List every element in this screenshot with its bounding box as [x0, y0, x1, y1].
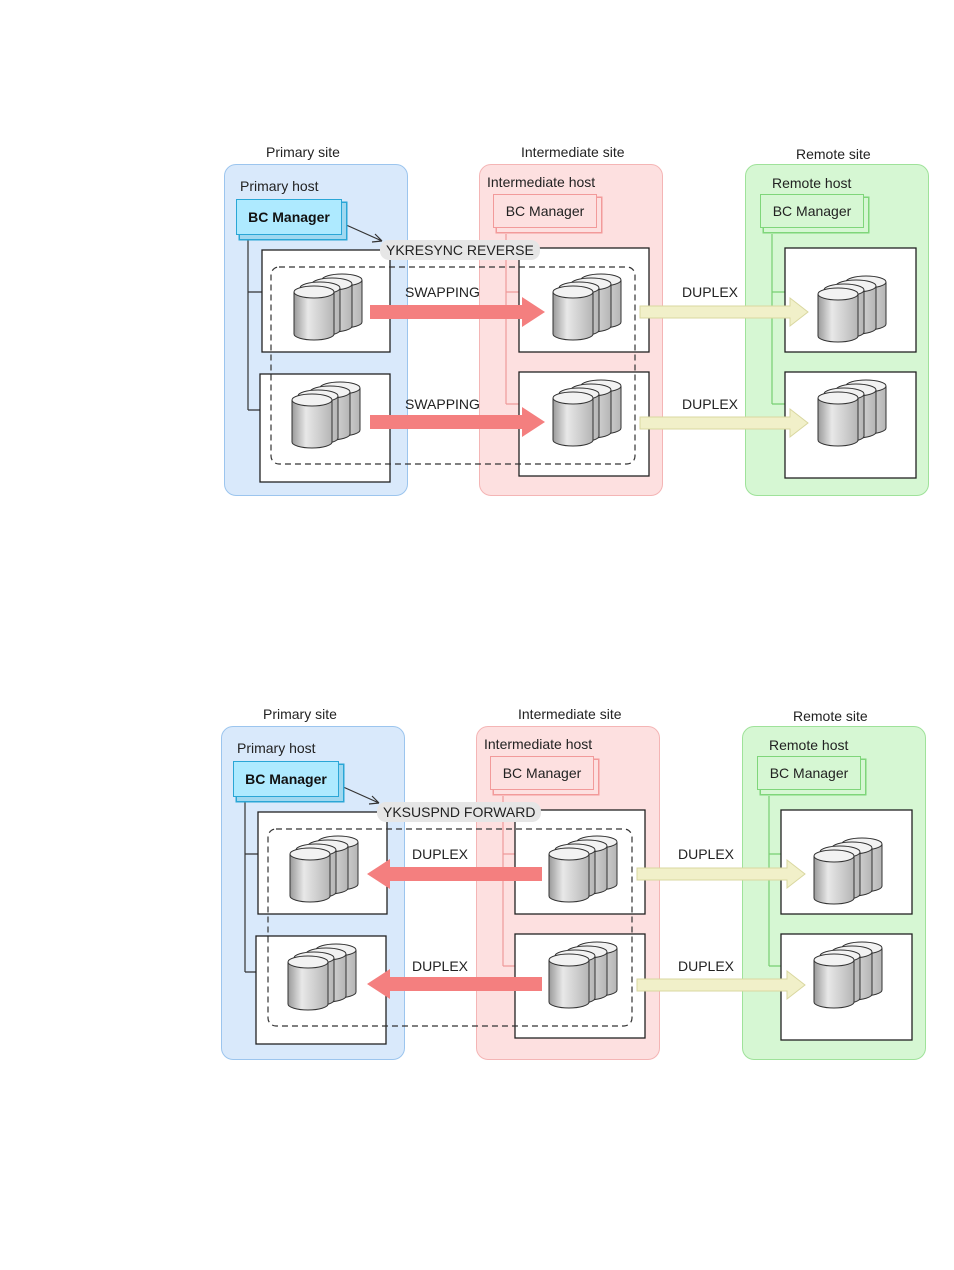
duplex-arrow-1 — [636, 858, 806, 890]
remote-bc-manager: BC Manager — [757, 756, 861, 790]
left-pair-status-2: DUPLEX — [412, 958, 469, 974]
remote-site-title: Remote site — [796, 146, 871, 162]
intermediate-host-label: Intermediate host — [487, 174, 596, 190]
intermediate-host-label: Intermediate host — [484, 736, 593, 752]
primary-site-title: Primary site — [266, 144, 340, 160]
diagram-graphics — [247, 223, 917, 483]
left-pair-status-1: DUPLEX — [412, 846, 469, 862]
duplex-arrow-1 — [639, 296, 809, 328]
right-pair-status-1: DUPLEX — [678, 846, 735, 862]
diagram-suspend-forward: Primary site Intermediate site Remote si… — [0, 698, 954, 1068]
remote-host-label: Remote host — [772, 175, 852, 191]
consistency-group-boundary — [270, 266, 636, 465]
remote-host-line — [771, 234, 786, 405]
primary-bc-manager: BC Manager — [236, 199, 342, 235]
intermediate-bc-manager: BC Manager — [493, 194, 597, 228]
swap-arrow-2 — [370, 407, 545, 437]
duplex-arrow-2 — [639, 407, 809, 439]
duplex-arrow-2 — [636, 969, 806, 1001]
primary-host-label: Primary host — [237, 740, 316, 756]
swap-arrow-1 — [370, 297, 545, 327]
intermediate-bc-manager: BC Manager — [490, 756, 594, 790]
right-pair-status-2: DUPLEX — [678, 958, 735, 974]
remote-bc-manager: BC Manager — [760, 194, 864, 228]
intermediate-site-title: Intermediate site — [518, 706, 622, 722]
diagram-resync-reverse: Primary site Intermediate site Remote si… — [0, 136, 954, 506]
primary-site-title: Primary site — [263, 706, 337, 722]
command-pointer — [343, 223, 383, 243]
intermediate-site-title: Intermediate site — [521, 144, 625, 160]
primary-bc-manager: BC Manager — [233, 761, 339, 797]
remote-host-label: Remote host — [769, 737, 849, 753]
consistency-group-boundary — [267, 828, 633, 1027]
right-pair-status-1: DUPLEX — [682, 284, 739, 300]
command-label: YKRESYNC REVERSE — [380, 240, 540, 260]
right-pair-status-2: DUPLEX — [682, 396, 739, 412]
diagram-graphics — [244, 785, 913, 1045]
left-pair-status-1: SWAPPING — [405, 284, 480, 300]
command-label: YKSUSPND FORWARD — [377, 802, 542, 822]
duplex-reverse-arrow-2 — [367, 969, 542, 999]
duplex-reverse-arrow-1 — [367, 859, 542, 889]
primary-host-label: Primary host — [240, 178, 319, 194]
left-pair-status-2: SWAPPING — [405, 396, 480, 412]
remote-site-title: Remote site — [793, 708, 868, 724]
command-pointer — [340, 785, 380, 805]
